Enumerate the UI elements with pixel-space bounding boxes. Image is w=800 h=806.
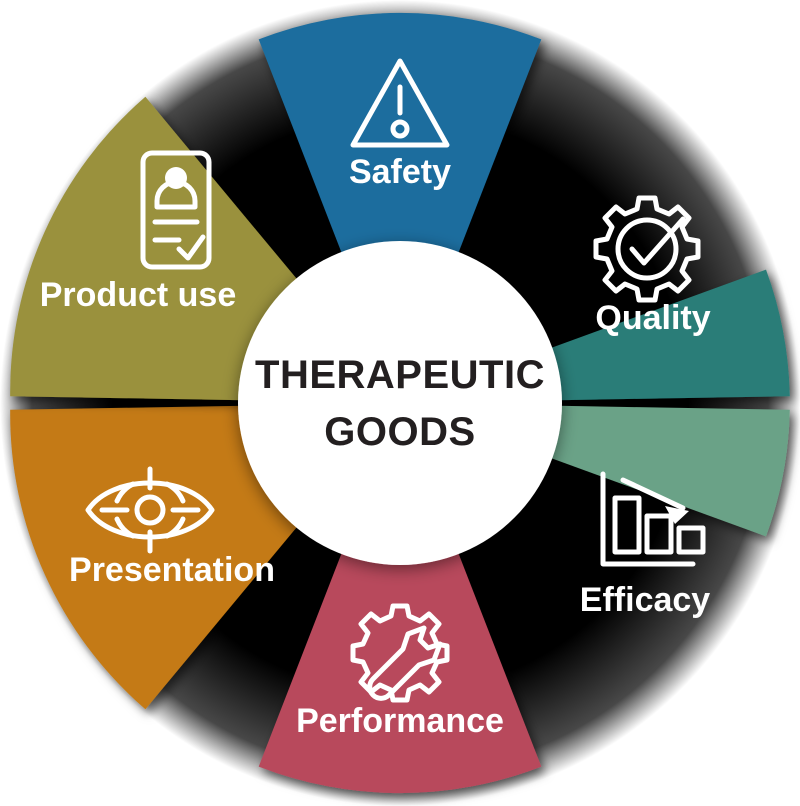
segment-safety-wedge[interactable]	[258, 12, 542, 403]
id-card-check-icon	[140, 150, 212, 270]
warning-triangle-icon	[350, 58, 450, 148]
declining-bar-chart-icon	[600, 471, 706, 567]
segment-performance-wedge[interactable]	[258, 403, 542, 794]
gear-wrench-icon	[350, 603, 450, 703]
segment-performance[interactable]: Performance	[258, 403, 542, 794]
segment-presentation-label: Presentation	[69, 551, 275, 589]
eye-target-icon	[85, 466, 215, 554]
hub-center[interactable]: THERAPEUTIC GOODS	[238, 241, 562, 565]
hub-title-line2: GOODS	[324, 410, 475, 454]
hub-circle[interactable]	[238, 241, 562, 565]
segment-safety[interactable]: Safety	[258, 12, 542, 403]
segment-efficacy-label: Efficacy	[580, 581, 710, 619]
gear-check-icon	[593, 195, 701, 303]
segment-quality-label: Quality	[595, 299, 710, 337]
segment-performance-label: Performance	[296, 702, 504, 740]
hub-title-line1: THERAPEUTIC	[255, 353, 545, 397]
segment-safety-label: Safety	[349, 153, 451, 191]
segment-product-use-label: Product use	[40, 276, 236, 314]
